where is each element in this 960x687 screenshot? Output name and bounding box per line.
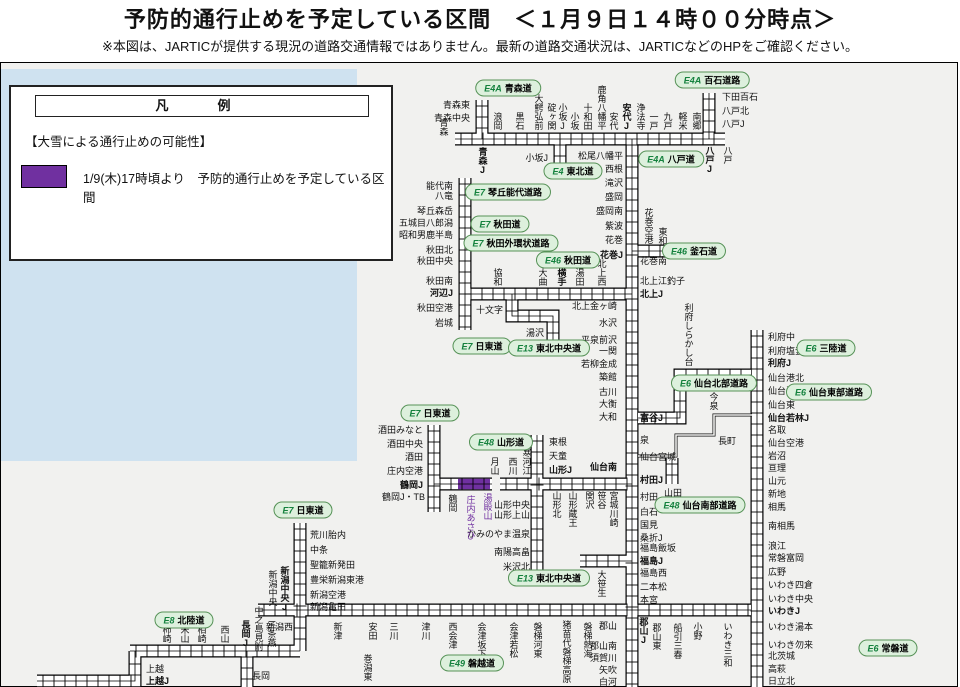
legend-category: 【大雪による通行止めの可能性】 [25, 135, 213, 149]
legend-item-text: 1/9(木)17時頃より 予防的通行止めを予定している区間 [83, 172, 385, 205]
route-map: 凡 例 【大雪による通行止めの可能性】 1/9(木)17時頃より 予防的通行止め… [0, 62, 958, 687]
legend-box: 凡 例 【大雪による通行止めの可能性】 1/9(木)17時頃より 予防的通行止め… [9, 85, 393, 261]
legend-swatch [21, 165, 67, 188]
disclaimer-note: ※本図は、JARTICが提供する現況の道路交通情報ではありません。最新の道路交通… [101, 39, 859, 54]
page-title: 予防的通行止めを予定している区間 ＜１月９日１４時００分時点＞ [123, 7, 837, 32]
legend-header: 凡 例 [35, 95, 369, 117]
